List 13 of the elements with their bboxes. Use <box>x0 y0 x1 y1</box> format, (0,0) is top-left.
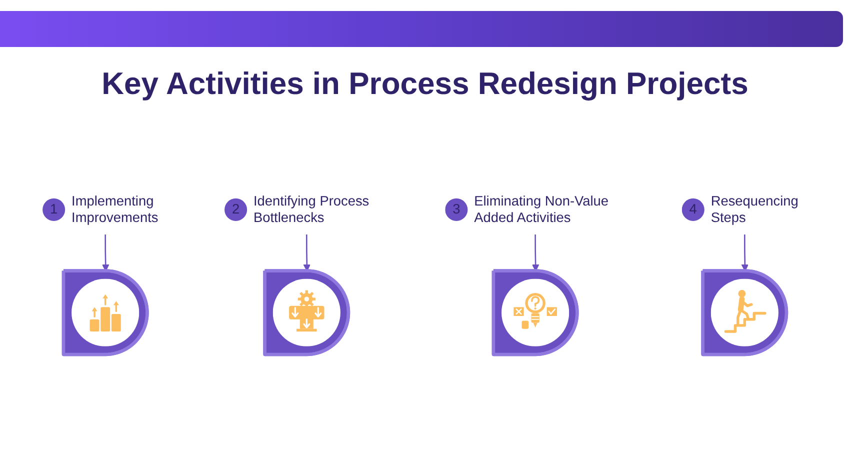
connector-arrow <box>102 234 110 272</box>
diagram-title: Key Activities in Process Redesign Projects <box>100 65 750 103</box>
step-panel <box>62 269 149 356</box>
connector-arrow <box>303 234 310 272</box>
connector-arrow <box>532 234 540 272</box>
step-panel <box>492 269 579 356</box>
step-heading: Resequencing Steps <box>710 194 800 226</box>
connector-arrow <box>741 234 748 272</box>
step-panel <box>701 269 788 356</box>
step-heading: Eliminating Non-Value Added Activities <box>474 194 610 226</box>
step-heading: Implementing Improvements <box>72 194 160 226</box>
step-heading: Identifying Process Bottlenecks <box>254 194 370 226</box>
step-panel <box>263 269 350 356</box>
